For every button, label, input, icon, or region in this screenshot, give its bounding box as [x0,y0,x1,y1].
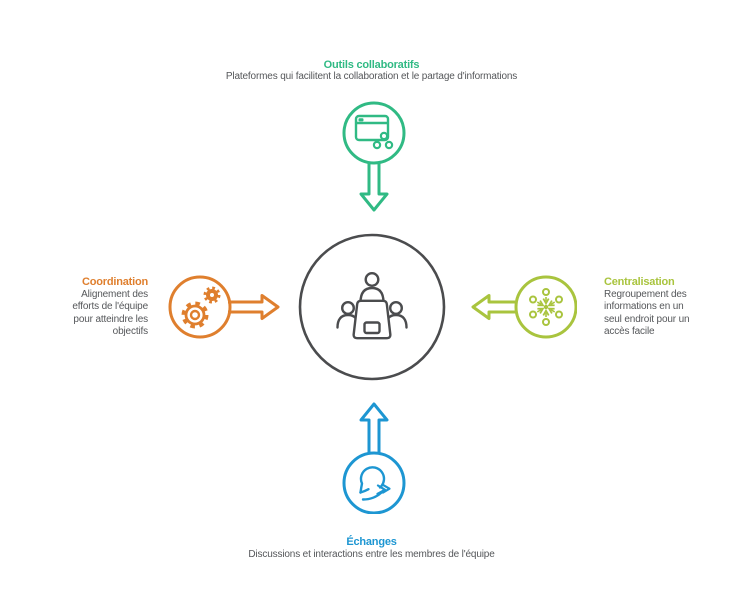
left-arrow-icon [471,294,515,320]
gears-icon [181,286,221,329]
browser-share-icon [354,114,394,150]
right-arrow-icon [228,294,280,320]
right-node-graphic [471,275,577,339]
bottom-node-graphic [342,402,406,514]
right-node-title: Centralisation [604,276,675,288]
right-node-circle [514,275,577,339]
left-node-text: Coordination Alignement des efforts de l… [28,276,148,338]
chat-arrow-icon [359,466,391,501]
left-node-circle [168,275,232,339]
left-node-title: Coordination [81,276,148,288]
top-node-circle [342,101,406,165]
bottom-node-description: Discussions et interactions entre les me… [248,549,495,560]
hub-network-icon [529,288,563,326]
left-node-graphic [168,275,280,339]
center-circle [298,233,446,381]
up-arrow-icon [359,402,389,453]
left-node-description: Alignement des efforts de l'équipe pour … [72,289,148,337]
right-node-text: Centralisation Regroupement des informat… [604,276,734,338]
meeting-table-icon [336,272,408,340]
top-node-graphic [342,101,406,212]
down-arrow-icon [359,163,389,212]
right-node-description: Regroupement des informations en un seul… [604,289,690,337]
top-node-description: Plateformes qui facilitent la collaborat… [225,71,518,82]
top-node-title: Outils collaboratifs [323,59,420,71]
center-node-graphic [298,233,446,381]
bottom-node-circle [342,451,406,514]
bottom-node-title: Échanges [346,536,397,548]
